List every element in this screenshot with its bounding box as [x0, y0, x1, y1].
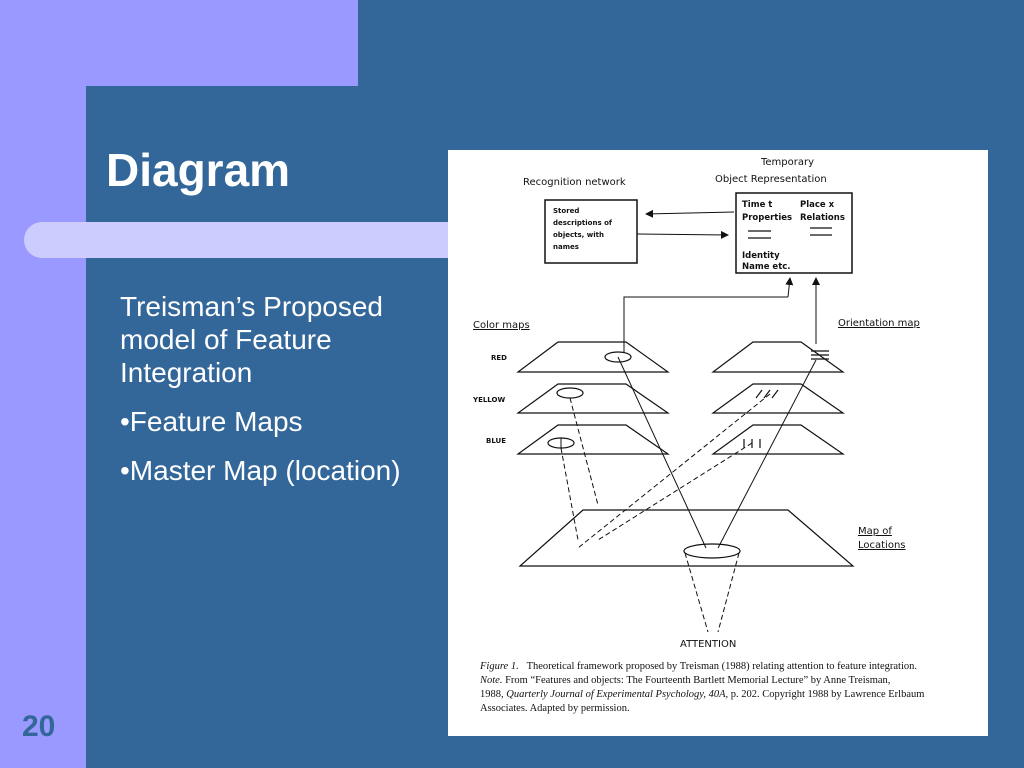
- label-properties: Properties: [742, 213, 792, 223]
- label-recognition-network: Recognition network: [523, 177, 626, 188]
- caption-line-3a: 1988,: [480, 689, 504, 700]
- label-object-representation: Object Representation: [715, 174, 827, 185]
- bullet-feature-maps: •Feature Maps: [120, 406, 303, 437]
- color-feed-line: [623, 296, 788, 352]
- label-red: RED: [491, 354, 507, 362]
- label-color-maps: Color maps: [473, 320, 530, 331]
- caption-line-3b: p. 202. Copyright 1988 by Lawrence Erlba…: [730, 689, 925, 700]
- label-orientation-map: Orientation map: [838, 318, 920, 329]
- label-map-of: Map of: [858, 526, 892, 537]
- label-yellow: YELLOW: [472, 396, 505, 404]
- slide-title: Diagram: [106, 144, 291, 196]
- figure-caption: Figure 1. Theoretical framework proposed…: [480, 660, 950, 716]
- caption-fig-label: Figure 1.: [480, 661, 519, 672]
- attention-spotlight: [683, 543, 741, 559]
- red-map-plane: [516, 341, 670, 373]
- label-relations: Relations: [800, 213, 845, 223]
- stored-line-3: objects, with: [553, 231, 604, 239]
- stored-line-2: descriptions of: [553, 219, 613, 227]
- lavender-left-band: [0, 0, 86, 768]
- decorative-bar: [24, 222, 504, 258]
- label-place-x: Place x: [800, 200, 835, 210]
- recognition-box: [544, 199, 638, 264]
- caption-line-1: Theoretical framework proposed by Treism…: [526, 661, 918, 672]
- label-attention: ATTENTION: [680, 639, 736, 650]
- label-identity: Identity: [742, 251, 780, 261]
- label-blue: BLUE: [486, 437, 506, 445]
- stored-line-1: Stored: [553, 207, 579, 215]
- yellow-map-plane: [516, 383, 670, 414]
- page-number: 20: [22, 710, 56, 743]
- lavender-top-band: [0, 0, 358, 86]
- stored-line-4: names: [553, 243, 579, 251]
- label-name-etc: Name etc.: [742, 262, 791, 272]
- orientation-plane-2: [711, 383, 845, 414]
- caption-note-label: Note.: [480, 675, 503, 686]
- slide-body: Treisman’s Proposed model of Feature Int…: [120, 290, 430, 503]
- label-temporary: Temporary: [760, 157, 814, 168]
- label-locations: Locations: [858, 540, 906, 551]
- feature-integration-diagram: Recognition network Temporary Object Rep…: [472, 157, 920, 650]
- treisman-figure: Recognition network Temporary Object Rep…: [448, 150, 988, 736]
- orientation-plane-3: [711, 424, 845, 455]
- bullet-master-map: •Master Map (location): [120, 455, 401, 486]
- blue-map-plane: [516, 424, 670, 455]
- label-time-t: Time t: [742, 200, 772, 210]
- caption-line-4: Associates. Adapted by permission.: [480, 703, 630, 714]
- orientation-plane-1: [711, 341, 845, 373]
- body-line-1: Treisman’s Proposed model of Feature Int…: [120, 291, 384, 388]
- object-representation-box: [735, 192, 853, 274]
- caption-journal: Quarterly Journal of Experimental Psycho…: [506, 689, 729, 700]
- master-map-plane: [518, 509, 855, 567]
- caption-line-2: From “Features and objects: The Fourteen…: [505, 675, 891, 686]
